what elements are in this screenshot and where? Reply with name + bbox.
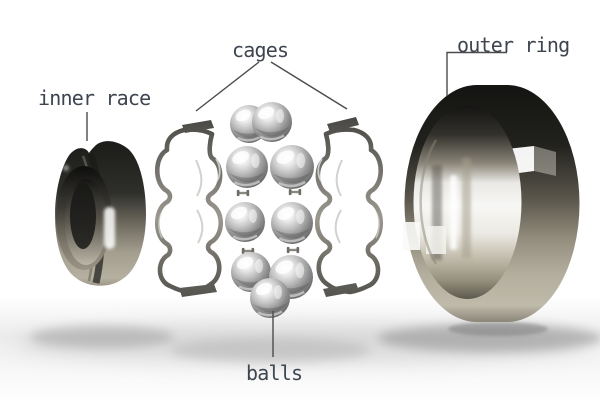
cage-left-part xyxy=(154,120,224,297)
label-outer-ring: outer ring xyxy=(457,33,570,57)
leader-outer-ring xyxy=(446,51,507,96)
label-cages: cages xyxy=(232,38,289,62)
leader-cages-left xyxy=(195,61,260,112)
leader-lines xyxy=(86,51,507,357)
cage-right-part xyxy=(314,117,384,297)
label-inner-race: inner race xyxy=(38,86,151,110)
inner-race-part xyxy=(55,141,146,286)
label-balls: balls xyxy=(246,361,303,385)
outer-ring-part xyxy=(403,85,580,322)
balls-part xyxy=(223,100,316,320)
leader-cages-right xyxy=(270,61,348,110)
